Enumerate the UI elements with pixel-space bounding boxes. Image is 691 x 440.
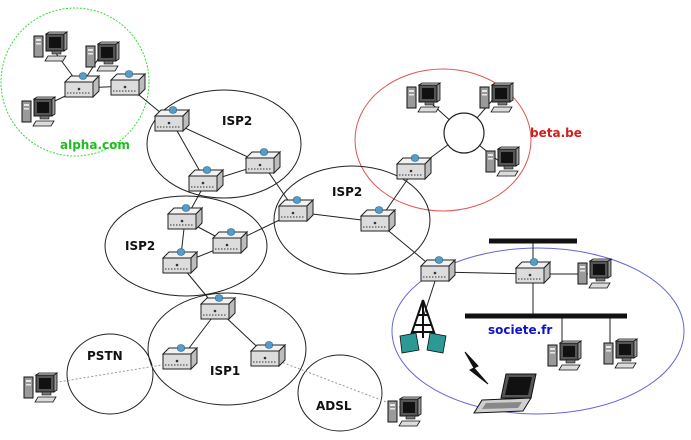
router-icon[interactable] xyxy=(250,341,286,367)
beta-domain-boundary xyxy=(354,68,532,212)
router-icon[interactable] xyxy=(515,258,551,284)
adsl-label: ADSL xyxy=(316,399,352,413)
computer-icon[interactable] xyxy=(406,82,441,113)
isp2-left-cloud xyxy=(104,195,268,297)
isp2-right-cloud xyxy=(273,165,431,275)
laptop-icon[interactable] xyxy=(473,373,537,414)
pstn-cloud xyxy=(66,333,154,415)
computer-icon[interactable] xyxy=(479,82,514,113)
isp1-cloud xyxy=(147,292,307,406)
computer-icon[interactable] xyxy=(387,396,422,427)
router-icon[interactable] xyxy=(110,70,146,96)
lightning-bolt-icon xyxy=(464,351,489,385)
isp2-top-cloud xyxy=(146,89,302,199)
ring-hub-icon xyxy=(443,112,485,154)
societe-domain-boundary xyxy=(391,247,685,415)
router-icon[interactable] xyxy=(212,228,248,254)
isp2-right-label: ISP2 xyxy=(332,185,362,199)
router-icon[interactable] xyxy=(200,294,236,320)
isp2-left-label: ISP2 xyxy=(125,239,155,253)
adsl-cloud xyxy=(297,354,383,432)
computer-icon[interactable] xyxy=(23,372,58,403)
router-icon[interactable] xyxy=(162,344,198,370)
alpha-domain-boundary xyxy=(0,7,150,157)
computer-icon[interactable] xyxy=(577,258,612,289)
router-icon[interactable] xyxy=(162,248,198,274)
isp1-label: ISP1 xyxy=(210,364,240,378)
alpha-domain-label: alpha.com xyxy=(60,138,130,152)
isp2-top-label: ISP2 xyxy=(222,114,252,128)
societe-domain-label: societe.fr xyxy=(488,323,552,337)
router-icon[interactable] xyxy=(278,196,314,222)
computer-icon[interactable] xyxy=(85,41,120,72)
router-icon[interactable] xyxy=(188,166,224,192)
router-icon[interactable] xyxy=(64,72,100,98)
router-icon[interactable] xyxy=(154,106,190,132)
beta-domain-label: beta.be xyxy=(530,126,582,140)
router-icon[interactable] xyxy=(167,204,203,230)
computer-icon[interactable] xyxy=(547,340,582,371)
router-icon[interactable] xyxy=(420,256,456,282)
router-icon[interactable] xyxy=(245,148,281,174)
router-icon[interactable] xyxy=(396,154,432,180)
antenna-icon[interactable] xyxy=(399,299,447,354)
computer-icon[interactable] xyxy=(603,338,638,369)
pstn-label: PSTN xyxy=(87,349,123,363)
computer-icon[interactable] xyxy=(485,146,520,177)
computer-icon[interactable] xyxy=(21,96,56,127)
router-icon[interactable] xyxy=(360,206,396,232)
computer-icon[interactable] xyxy=(33,31,68,62)
